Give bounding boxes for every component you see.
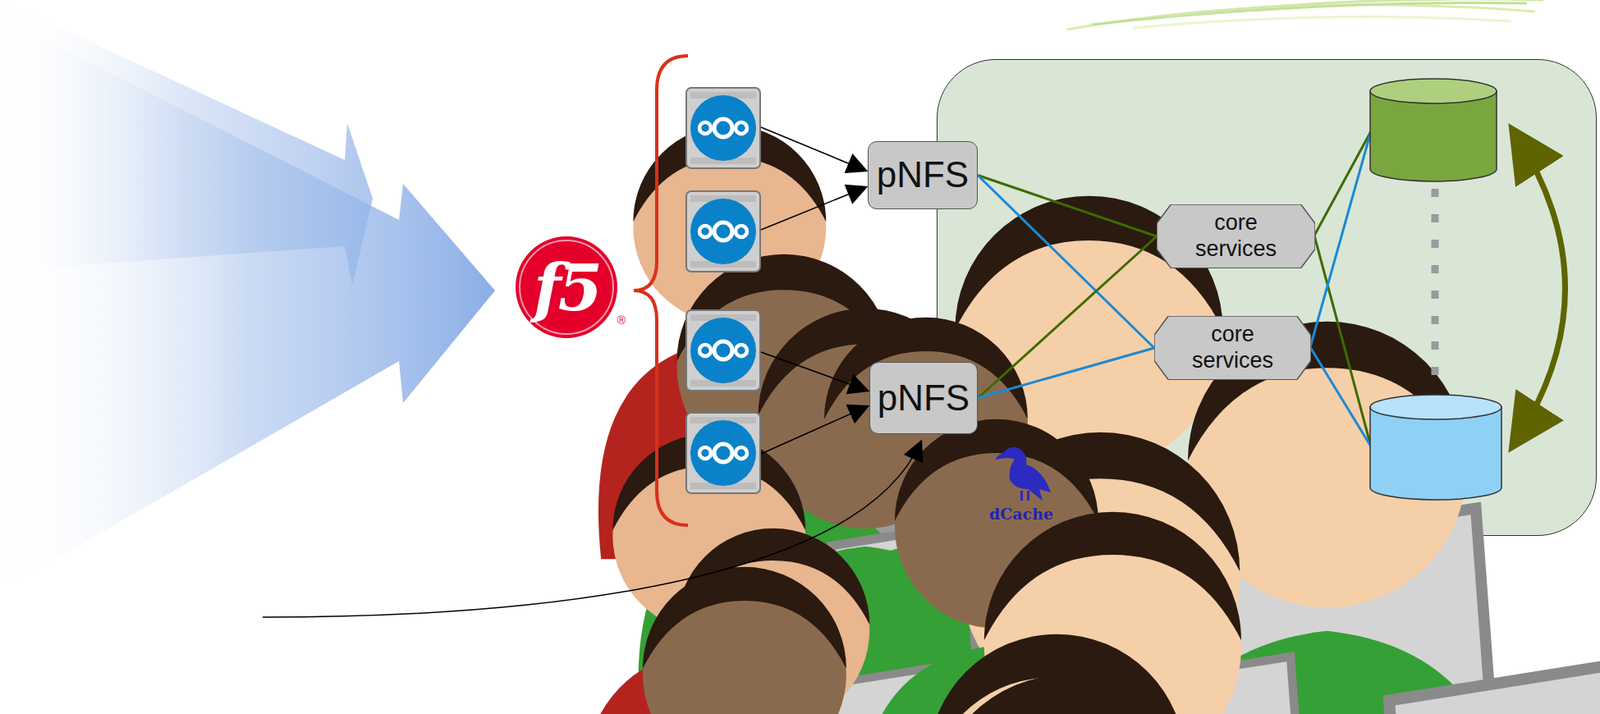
pnfs-door: pNFS: [869, 362, 978, 435]
disk-pool-blue: [1370, 394, 1502, 500]
flow-arrow: [0, 16, 496, 592]
direct-access-arrow: [262, 441, 922, 618]
core-to-disk-lines: [1310, 131, 1371, 447]
disk-continuation: [1431, 188, 1440, 385]
connector: [977, 348, 1155, 399]
pnfs-door: pNFS: [867, 141, 978, 210]
nextcloud-server: [686, 310, 761, 391]
node-label: pNFS: [877, 378, 970, 418]
f5-logo-ring: [519, 240, 614, 335]
disk-pool-green: [1370, 78, 1497, 182]
f5-logo: [515, 236, 618, 339]
user-figure: [881, 634, 1472, 714]
nextcloud-server: [686, 87, 761, 169]
core-services-box: core services: [1156, 204, 1316, 269]
dcache-bird-logo: [994, 447, 1051, 501]
connector: [977, 236, 1157, 399]
region-title: dCache: [971, 504, 1071, 523]
swoosh-decoration: [1067, 0, 1544, 30]
node-label: core services: [1191, 321, 1274, 375]
connector: [977, 175, 1157, 238]
group-brace: [633, 55, 688, 526]
node-label: pNFS: [876, 155, 969, 195]
users: [577, 125, 1600, 714]
core-services-box: core services: [1154, 316, 1312, 381]
f5-logo-text: f5: [533, 250, 600, 326]
nextcloud-server: [686, 191, 761, 272]
node-label: core services: [1195, 210, 1277, 263]
nextcloud-server: [686, 412, 761, 494]
user-figure: [880, 674, 1519, 714]
registered-mark: ®: [617, 313, 626, 327]
migration-arrow: [1514, 132, 1566, 444]
server-arrows: [761, 127, 868, 454]
